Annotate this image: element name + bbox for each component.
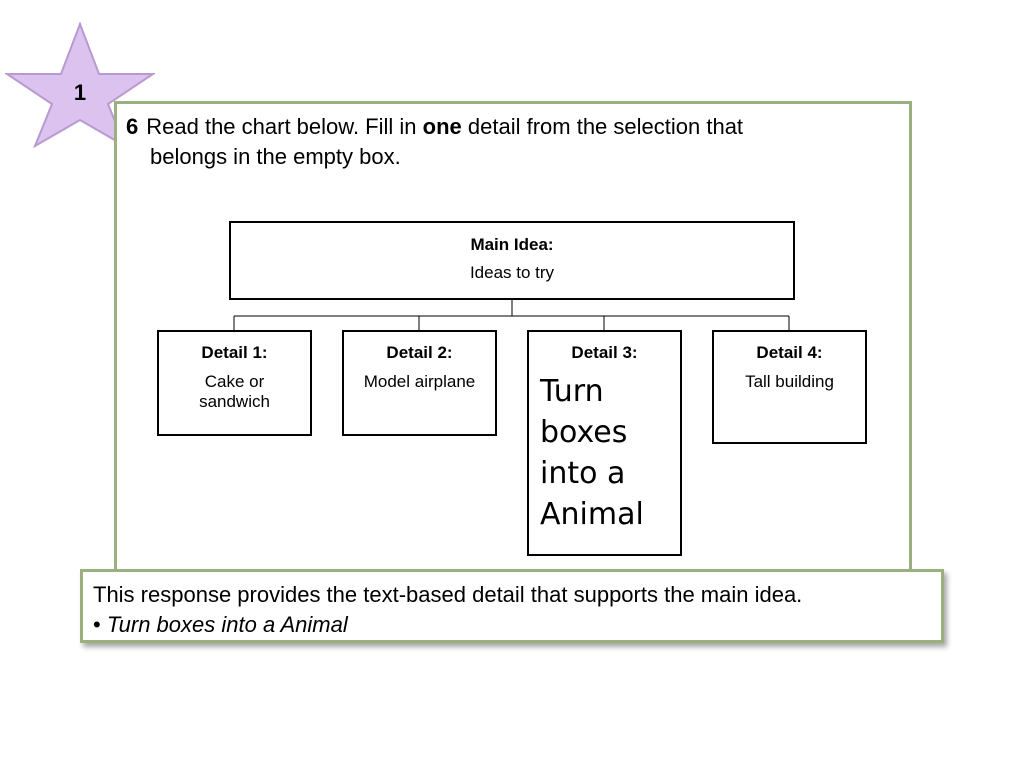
question-prompt: 6 Read the chart below. Fill in one detai… (126, 112, 886, 172)
feedback-text: This response provides the text-based de… (93, 582, 803, 607)
question-badge-number: 1 (73, 80, 87, 105)
bullet-icon: • (93, 612, 101, 637)
detail-title: Detail 1: (201, 343, 268, 362)
detail-title: Detail 3: (571, 343, 638, 362)
question-number: 6 (126, 114, 139, 139)
prompt-text-after: detail from the selection that (467, 114, 744, 139)
main-idea-text: Ideas to try (469, 263, 555, 282)
detail-text: Tall building (745, 372, 834, 391)
prompt-line-2: belongs in the empty box. (150, 144, 401, 169)
detail-title: Detail 2: (386, 343, 453, 362)
detail-box-2: Detail 2: Model airplane (342, 330, 497, 436)
main-idea-box: Main Idea: Ideas to try (229, 221, 795, 300)
detail-box-4: Detail 4: Tall building (712, 330, 867, 444)
handwritten-answer-line: Animal (540, 497, 644, 532)
detail-box-3[interactable]: Detail 3: Turn boxes into a Animal (527, 330, 682, 556)
handwritten-answer-line: Turn (540, 374, 604, 409)
handwritten-answer-line: boxes (540, 415, 628, 450)
detail-title: Detail 4: (756, 343, 823, 362)
detail-text-line-2: sandwich (199, 392, 270, 411)
feedback-bullet-text: Turn boxes into a Animal (106, 612, 348, 637)
prompt-text-before: Read the chart below. Fill in (146, 114, 417, 139)
feedback-box: This response provides the text-based de… (80, 569, 944, 643)
detail-text-line-1: Cake or (204, 372, 265, 391)
main-idea-title: Main Idea: (470, 235, 554, 254)
detail-box-1: Detail 1: Cake or sandwich (157, 330, 312, 436)
handwritten-answer-line: into a (540, 456, 626, 491)
feedback-bullet-line: • Turn boxes into a Animal (93, 610, 931, 640)
prompt-emphasis: one (422, 114, 462, 139)
detail-text: Model airplane (363, 372, 476, 391)
star-icon (5, 22, 155, 148)
